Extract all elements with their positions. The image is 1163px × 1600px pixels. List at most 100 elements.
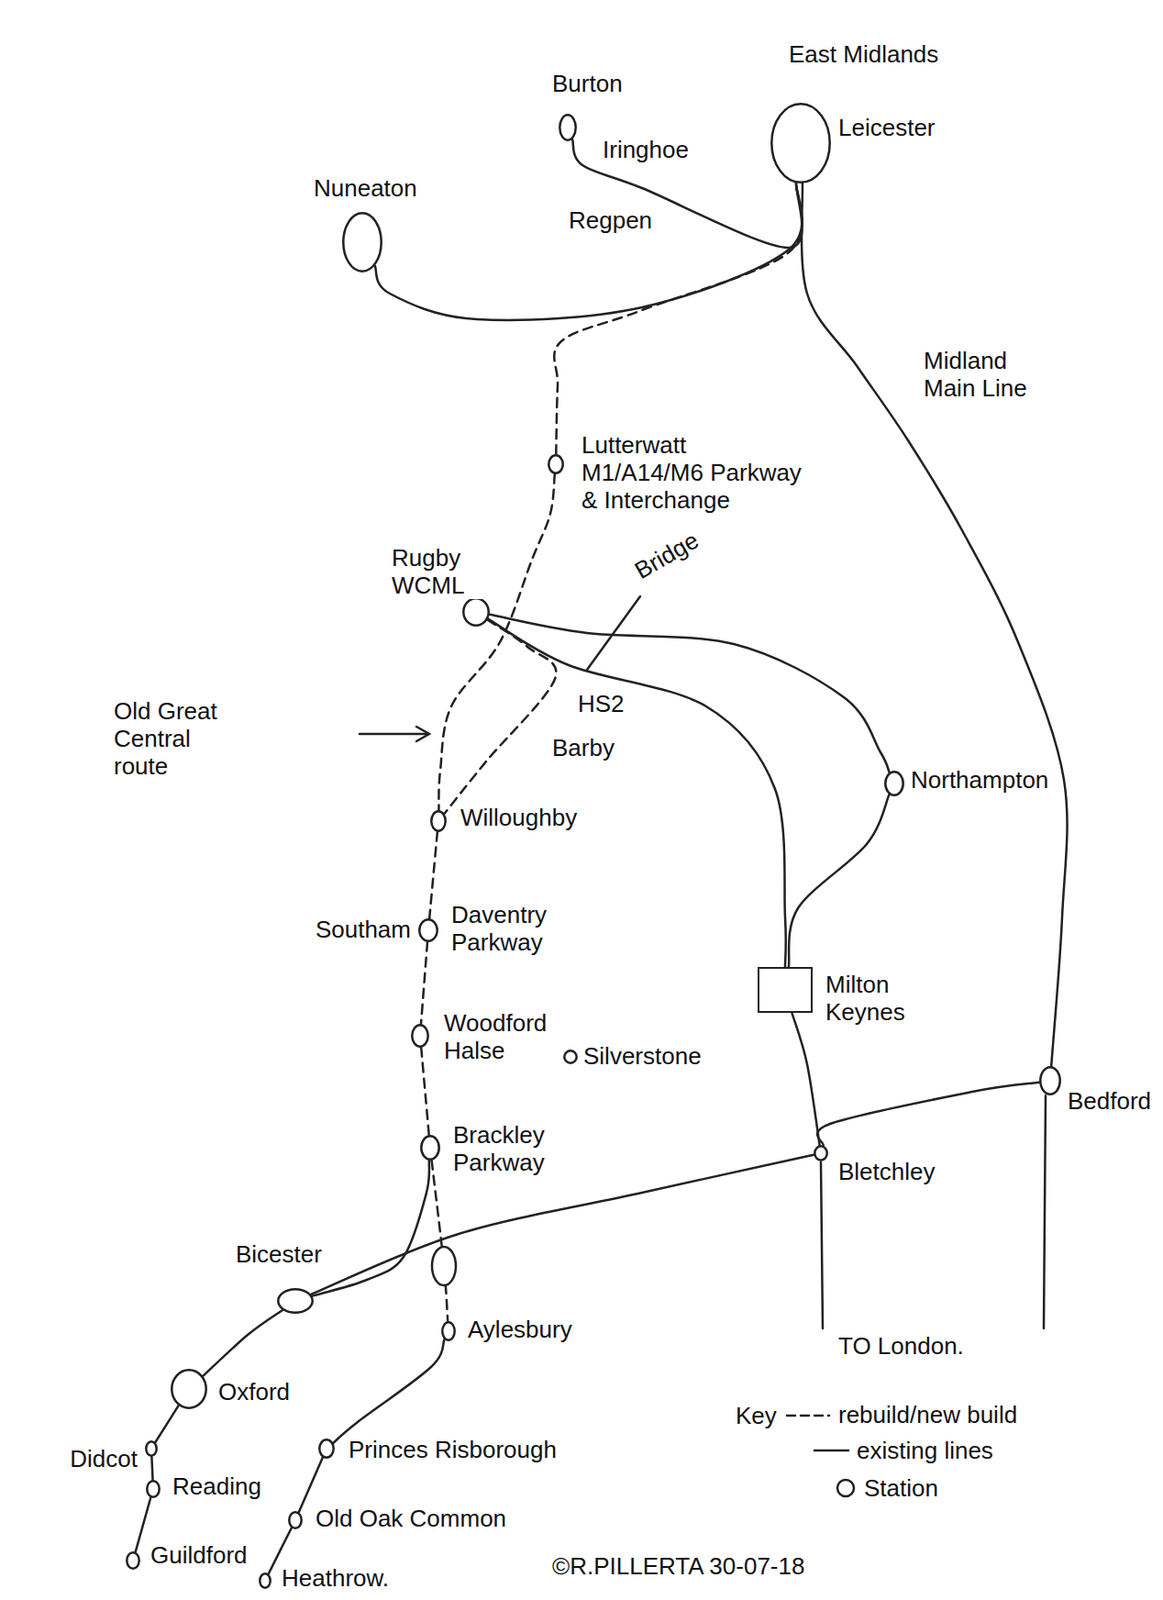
station-circle: Princes Risborough	[318, 1438, 335, 1459]
rail-line	[420, 941, 428, 1024]
station-circle: Woodford Halse	[410, 1023, 430, 1048]
station-ring	[259, 1572, 270, 1587]
rail-line	[429, 831, 438, 919]
station-outline	[1039, 1065, 1062, 1096]
station-circle: Bedford	[1039, 1065, 1062, 1096]
station-circle: Aylesbury	[441, 1320, 456, 1341]
london-line	[1043, 1095, 1046, 1329]
legend-sample-solid	[814, 1449, 849, 1452]
rail-line	[444, 620, 557, 814]
station-outline	[770, 102, 831, 184]
rail-line	[202, 1309, 283, 1376]
arrow-line	[359, 732, 428, 736]
station-name: Guildford	[148, 1540, 250, 1569]
station-ring	[548, 454, 563, 473]
map-label: ©R.PILLERTA 30-07-18	[550, 1551, 807, 1580]
arrow-head	[416, 726, 430, 742]
station-outline	[145, 1479, 161, 1498]
station-outline	[258, 1572, 272, 1589]
rail-line	[332, 1339, 444, 1443]
station-outline	[420, 1134, 441, 1161]
map-label: Old Great Central route	[111, 697, 254, 780]
legend-text: existing lines	[854, 1436, 996, 1464]
rail-line	[375, 183, 803, 321]
station-ring	[442, 1321, 455, 1340]
station-name: Southam	[313, 915, 413, 943]
station-name: Aylesbury	[465, 1315, 575, 1343]
station-circle: Didcot	[144, 1439, 158, 1457]
rail-line	[553, 183, 802, 455]
station-name: Silverstone	[581, 1041, 704, 1070]
station-name: Nuneaton	[311, 174, 420, 202]
station-circle: Silverstone	[563, 1049, 578, 1064]
station-ring	[463, 598, 488, 625]
station-ring	[564, 1050, 576, 1063]
map-label: Midland Main Line	[921, 346, 1045, 402]
station-outline	[441, 1320, 456, 1341]
station-outline	[276, 1287, 314, 1314]
map-label: HS2	[575, 689, 627, 718]
station-outline	[125, 1550, 141, 1570]
rail-line	[791, 1012, 820, 1145]
station-circle: Heathrow.	[258, 1572, 272, 1589]
station-ring	[145, 1440, 156, 1455]
station-name: Burton	[550, 69, 625, 98]
station-name: Lutterwatt M1/A14/M6 Parkway & Interchan…	[579, 431, 813, 514]
station-circle: Old Oak Common	[287, 1510, 303, 1529]
station-ring	[171, 1369, 206, 1407]
station-circle: Bicester	[276, 1287, 314, 1314]
station-name: Didcot	[67, 1444, 140, 1473]
rail-line	[788, 794, 890, 967]
rail-line	[489, 614, 890, 773]
station-name: Leicester	[836, 113, 938, 142]
legend-text: rebuild/new build	[836, 1400, 1020, 1429]
station-ring	[126, 1551, 139, 1568]
station-circle: Lutterwatt M1/A14/M6 Parkway & Interchan…	[547, 454, 565, 475]
map-label: Barby	[550, 733, 617, 762]
station-ring	[343, 212, 381, 271]
map-label: Bridge	[628, 524, 706, 586]
station-ring	[146, 1480, 159, 1496]
legend-sample-dashed	[786, 1414, 830, 1418]
station-outline	[318, 1438, 335, 1459]
station-ring	[559, 114, 576, 140]
station-outline	[418, 918, 439, 942]
map-label: Key	[733, 1401, 779, 1429]
station-circle: Bletchley	[813, 1144, 829, 1162]
station-ring	[419, 919, 437, 941]
rail-line	[151, 1456, 153, 1480]
station-outline	[563, 1049, 578, 1064]
station-name: East Midlands	[786, 40, 941, 68]
station-ring	[771, 103, 830, 182]
station-name: Heathrow.	[279, 1563, 391, 1592]
station-outline	[287, 1510, 303, 1529]
station-outline	[410, 1023, 430, 1048]
rail-line	[420, 1047, 430, 1135]
station-name: Rugby WCML	[389, 543, 495, 599]
map-label: TO London.	[836, 1331, 966, 1360]
station-ring	[814, 1145, 827, 1160]
legend-text: Station	[862, 1473, 941, 1502]
station-ring	[277, 1288, 312, 1312]
station-name: Oxford	[216, 1377, 292, 1406]
station-circle: East MidlandsLeicester	[770, 102, 831, 184]
station-outline	[813, 1144, 829, 1162]
station-name: Bedford	[1065, 1086, 1153, 1115]
station-circle	[431, 1246, 456, 1285]
rail-line	[431, 1160, 449, 1321]
station-outline	[170, 1368, 208, 1409]
station-circle: Guildford	[125, 1550, 141, 1570]
station-circle: Northampton	[884, 770, 905, 797]
station-name: Old Oak Common	[313, 1504, 509, 1532]
station-name: Northampton	[908, 765, 1051, 794]
legend-sample-station	[837, 1479, 854, 1496]
station-name: Daventry Parkway	[449, 900, 591, 956]
station-name: Reading	[170, 1472, 264, 1500]
station-outline	[430, 809, 447, 832]
station-ring	[420, 1135, 439, 1159]
station-outline	[884, 770, 905, 797]
station-ring	[431, 810, 445, 831]
station-outline	[558, 113, 577, 142]
